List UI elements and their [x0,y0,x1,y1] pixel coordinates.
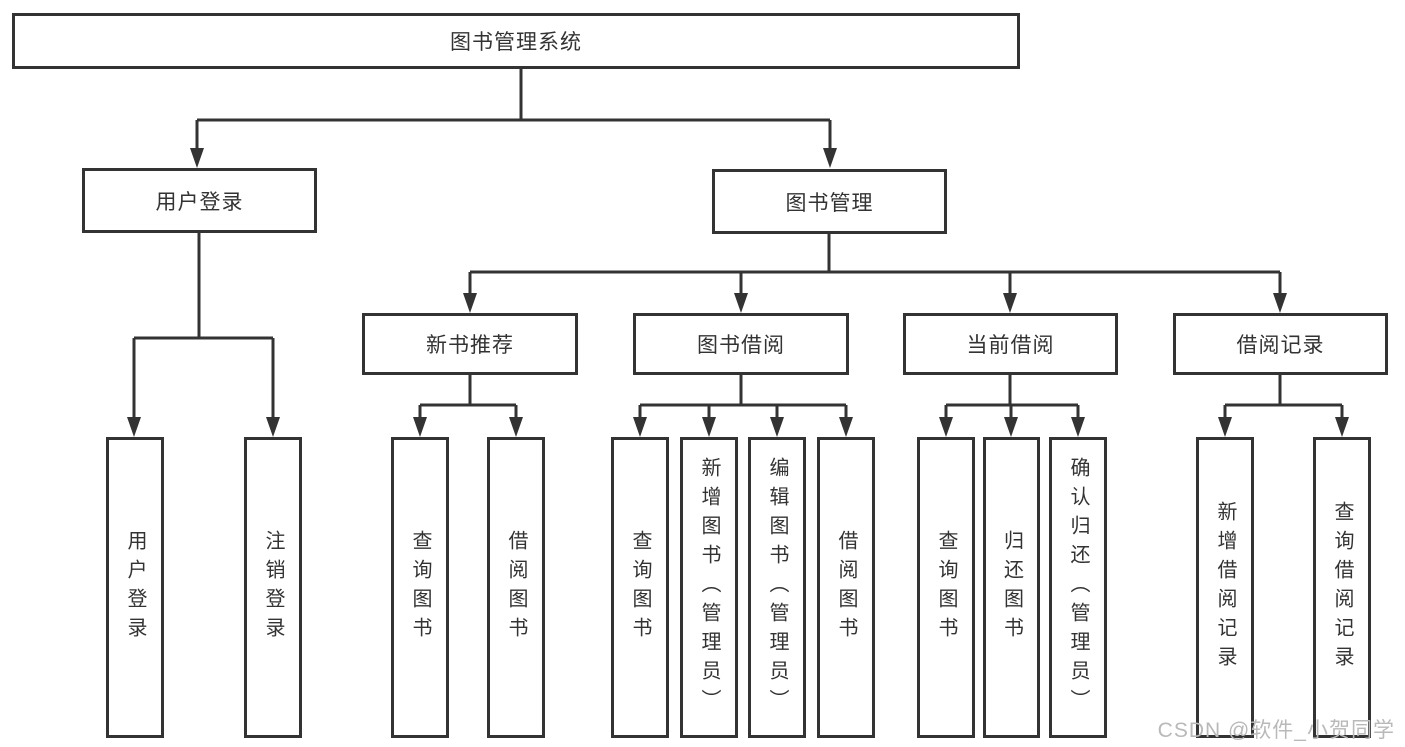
arrowheads-level2 [190,148,837,168]
leaf-logout-label: 注销登录 [262,529,284,646]
leaf-user-login-label: 用户登录 [124,529,146,646]
leaf-current-confirm: 确认归还（管理员） [1049,437,1107,738]
leaf-newbooks-query-label: 查询图书 [409,529,431,646]
leaf-user-login: 用户登录 [106,437,164,738]
connector-newbooks-children [418,375,518,424]
leaf-borrow-query: 查询图书 [611,437,669,738]
node-borrow-records-label: 借阅记录 [1236,334,1325,357]
node-new-books: 新书推荐 [362,313,578,375]
leaf-logout: 注销登录 [244,437,302,738]
leaf-borrow-edit: 编辑图书（管理员） [748,437,806,738]
leaf-current-query-label: 查询图书 [935,529,957,646]
leaf-current-query: 查询图书 [917,437,975,738]
connector-mgmt-to-modules [468,234,1282,299]
csdn-watermark: CSDN @软件_小贺同学 [1157,719,1395,742]
node-current-borrow: 当前借阅 [903,313,1118,375]
connector-root-to-level2 [195,69,832,152]
node-new-books-label: 新书推荐 [426,334,514,357]
arrowheads-current-children [939,417,1085,437]
leaf-newbooks-borrow-label: 借阅图书 [505,529,527,646]
node-current-borrow-label: 当前借阅 [966,334,1055,357]
node-user-login-label: 用户登录 [155,190,244,214]
leaf-borrow-edit-label: 编辑图书（管理员） [766,457,788,718]
leaf-borrow-borrow-label: 借阅图书 [835,529,857,646]
leaf-current-return: 归还图书 [983,437,1040,738]
arrowheads-login-children [127,417,280,437]
node-book-borrow-label: 图书借阅 [697,334,785,357]
connector-borrow-children [638,375,848,424]
arrowheads-borrow-children [633,417,853,437]
connector-current-children [944,375,1080,424]
leaf-records-add: 新增借阅记录 [1196,437,1254,738]
leaf-current-confirm-label: 确认归还（管理员） [1067,457,1089,718]
leaf-records-add-label: 新增借阅记录 [1214,500,1236,675]
leaf-newbooks-borrow: 借阅图书 [487,437,545,738]
connector-login-children [132,233,275,424]
node-root-label: 图书管理系统 [450,31,582,54]
node-borrow-records: 借阅记录 [1173,313,1388,375]
leaf-records-query-label: 查询借阅记录 [1331,500,1353,675]
arrowheads-records-children [1218,417,1349,437]
node-book-borrow: 图书借阅 [633,313,849,375]
connector-records-children [1223,375,1344,424]
arrowheads-modules [463,293,1287,313]
leaf-borrow-query-label: 查询图书 [629,529,651,646]
leaf-current-return-label: 归还图书 [1000,529,1023,646]
arrowheads-newbooks-children [413,417,523,437]
leaf-borrow-add-label: 新增图书（管理员） [698,457,720,718]
node-book-mgmt-label: 图书管理 [785,191,874,215]
leaf-borrow-borrow: 借阅图书 [817,437,875,738]
leaf-records-query: 查询借阅记录 [1313,437,1371,738]
node-root-system: 图书管理系统 [12,13,1020,69]
node-book-mgmt: 图书管理 [712,169,947,234]
leaf-borrow-add: 新增图书（管理员） [680,437,738,738]
node-user-login: 用户登录 [82,168,317,233]
leaf-newbooks-query: 查询图书 [391,437,449,738]
